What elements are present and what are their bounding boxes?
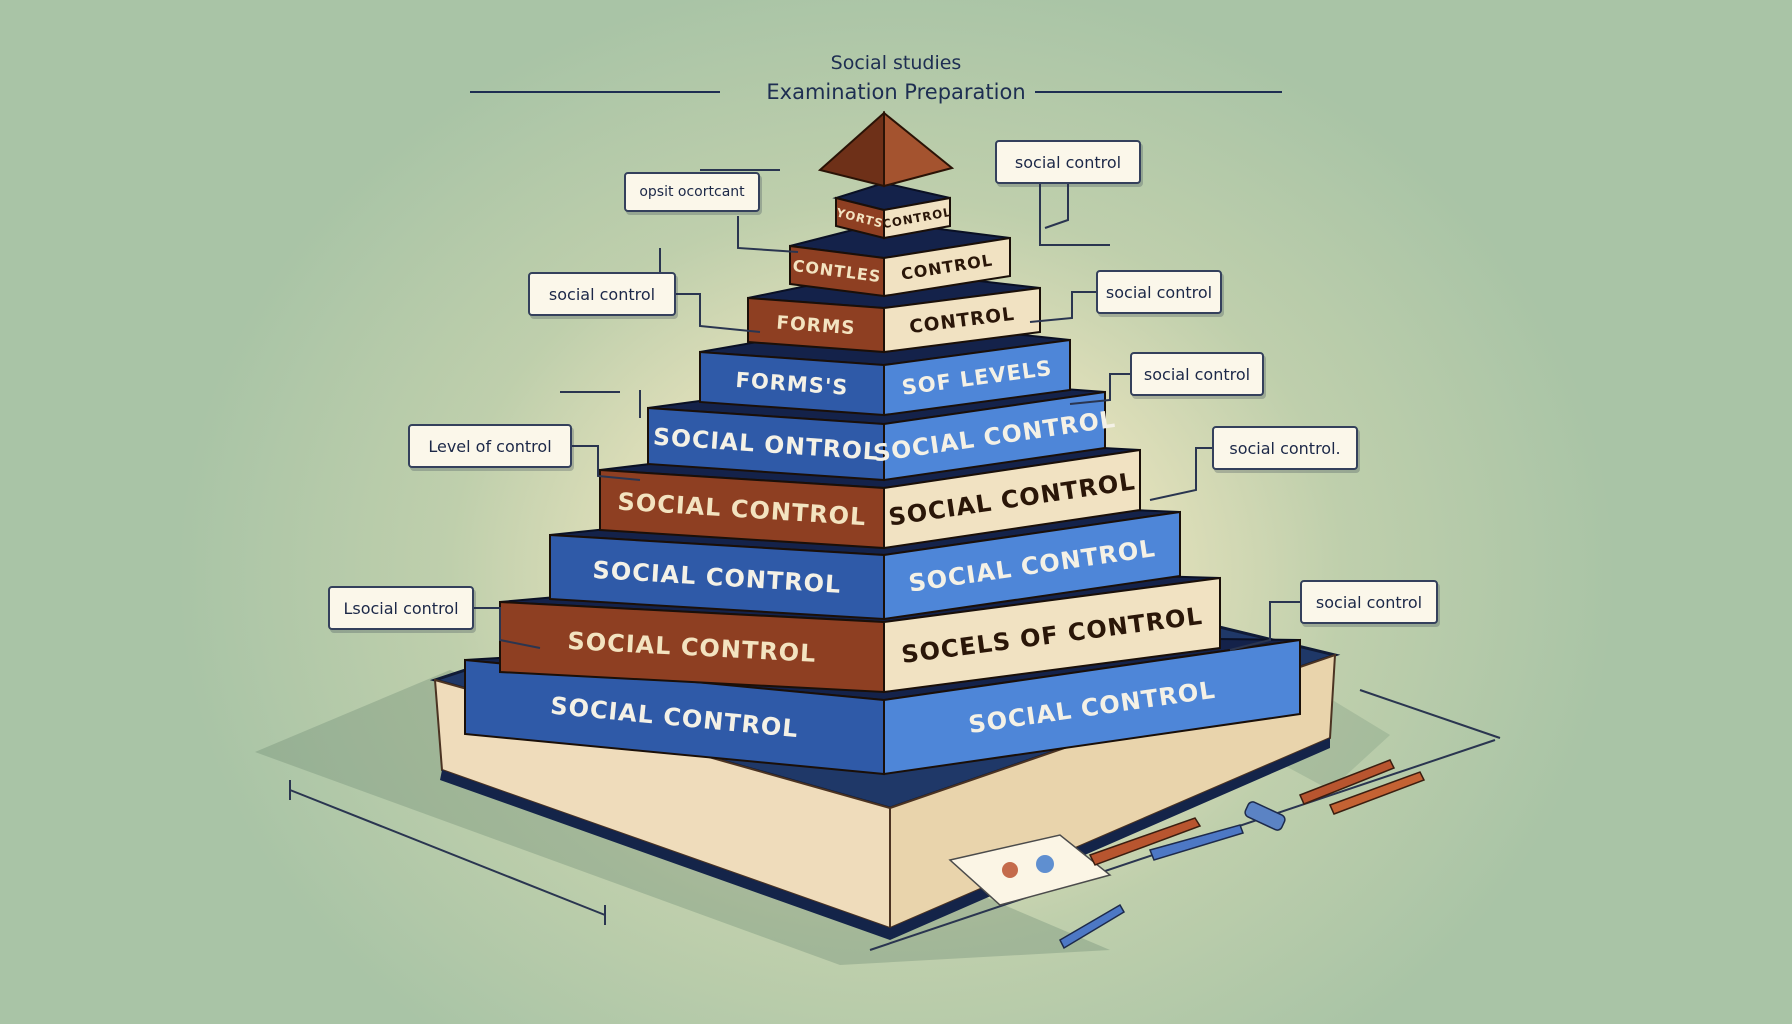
leader-line-3 xyxy=(676,293,761,333)
tier-right-face-7 xyxy=(883,510,1181,621)
leader-line-4 xyxy=(1029,291,1096,323)
tier-right-face-9 xyxy=(883,638,1301,776)
pencil-red xyxy=(1088,817,1202,866)
tier-right-face-2 xyxy=(883,236,1011,298)
paper-chart-dot xyxy=(1002,862,1018,878)
dimension-line-far xyxy=(1359,689,1501,739)
tier-right-face-4 xyxy=(883,338,1071,417)
tier-right-face-6 xyxy=(883,448,1141,550)
tier-right-face-5 xyxy=(883,390,1106,482)
callout-9: social control xyxy=(1300,580,1438,624)
leader-line-1 xyxy=(1044,184,1069,229)
callout-leader-lines xyxy=(474,140,1300,651)
tier-right-face-3 xyxy=(883,286,1041,354)
paper-sheet xyxy=(948,834,1112,906)
dimension-line-left xyxy=(289,789,606,916)
cap-left-face xyxy=(817,110,885,188)
tier-right-face-1 xyxy=(883,196,951,240)
callout-6: Level of control xyxy=(408,424,572,468)
leader-line-2 xyxy=(737,216,799,253)
paper-chart-dot xyxy=(1036,855,1054,873)
callout-2: opsit ocortcant xyxy=(624,172,760,212)
leader-line-8 xyxy=(474,607,541,649)
pencil-red-3 xyxy=(1328,771,1426,815)
base-book-cover-bottom xyxy=(440,738,1330,940)
pencil-blue-2 xyxy=(1059,903,1126,950)
tier-right-face-8 xyxy=(883,576,1221,694)
callout-7: social control. xyxy=(1212,426,1358,470)
leader-line-7 xyxy=(1149,447,1212,501)
leader-line-6 xyxy=(572,445,641,481)
header-subtitle: Social studies xyxy=(830,52,962,74)
eraser-blue xyxy=(1244,801,1286,831)
desk-supplies xyxy=(948,759,1426,950)
header-title: Examination Preparation xyxy=(766,80,1026,104)
pyramid-cap xyxy=(817,110,955,188)
leader-line-9 xyxy=(1229,601,1300,651)
cap-right-face xyxy=(883,110,955,188)
callout-3: social control xyxy=(528,272,676,316)
pencil-red-2 xyxy=(1298,759,1396,805)
pencil-blue xyxy=(1148,824,1244,861)
callout-5: social control xyxy=(1130,352,1264,396)
callout-8: Lsocial control xyxy=(328,586,474,630)
callout-4: social control xyxy=(1096,270,1222,314)
callout-1: social control xyxy=(995,140,1141,184)
leader-line-5 xyxy=(1069,373,1130,405)
